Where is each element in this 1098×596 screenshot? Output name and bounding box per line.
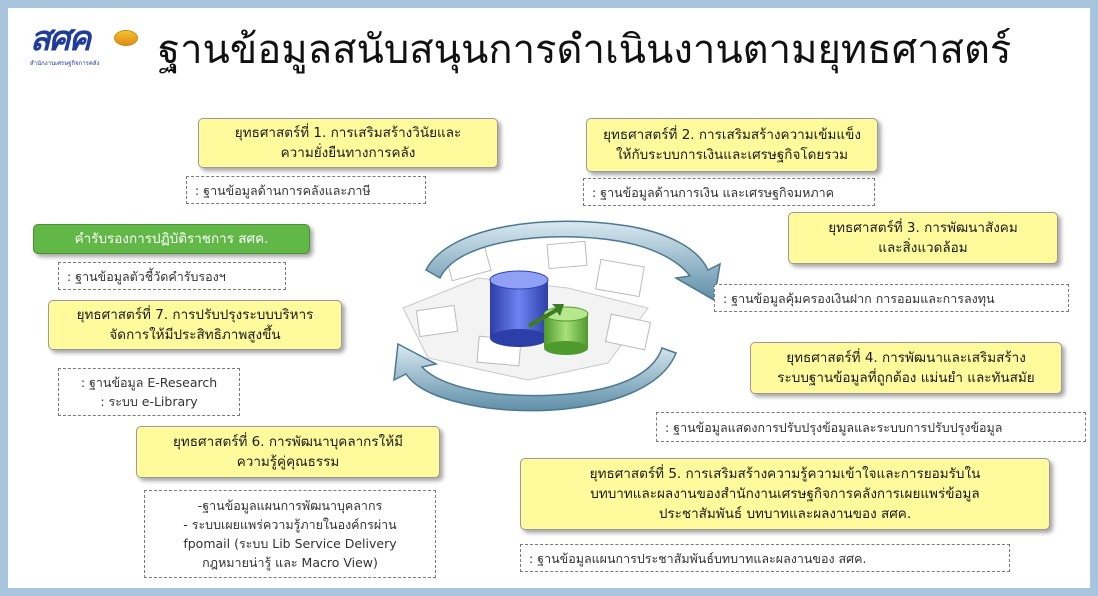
strategy-7-line1: ยุทธศาสตร์ที่ 7. การปรับปรุงระบบบริหาร <box>76 307 314 323</box>
strategy-4-line2: ระบบฐานข้อมูลที่ถูกต้อง แม่นยำ และทันสมั… <box>777 370 1035 386</box>
strategy-7-database: : ฐานข้อมูล E-Research : ระบบ e-Library <box>58 368 240 416</box>
strategy-7-db-line2: : ระบบ e-Library <box>100 394 198 409</box>
certification-database: : ฐานข้อมูลตัวชี้วัดคำรับรองฯ <box>58 262 286 290</box>
certification-label: คำรับรองการปฏิบัติราชการ สศค. <box>74 231 269 247</box>
strategy-1-line2: ความยั่งยืนทางการคลัง <box>280 145 416 161</box>
strategy-2-db-text: : ฐานข้อมูลด้านการเงิน และเศรษฐกิจมหภาค <box>592 184 834 200</box>
logo-text: สศค <box>30 19 91 59</box>
strategy-1-database: : ฐานข้อมูลด้านการคลังและภาษี <box>186 176 426 204</box>
strategy-5-line2: บทบาทและผลงานของสำนักงานเศรษฐกิจการคลังก… <box>590 486 980 502</box>
strategy-3-line1: ยุทธศาสตร์ที่ 3. การพัฒนาสังคม <box>828 220 1018 236</box>
page-title: ฐานข้อมูลสนับสนุนการดำเนินงานตามยุทธศาสต… <box>158 27 1012 73</box>
strategy-5-db-text: : ฐานข้อมูลแผนการประชาสัมพันธ์บทบาทและผล… <box>529 550 867 566</box>
logo: สศค สำนักงานเศรษฐกิจการคลัง <box>30 22 140 68</box>
strategy-2-line1: ยุทธศาสตร์ที่ 2. การเสริมสร้างความเข้มแข… <box>603 127 861 143</box>
strategy-6-db-line1: -ฐานข้อมูลแผนการพัฒนาบุคลากร <box>197 498 383 513</box>
strategy-6-db-line3: fpomail (ระบบ Lib Service Delivery <box>183 536 397 551</box>
globe-icon <box>114 30 138 46</box>
center-diagram <box>393 220 721 412</box>
strategy-1-db-text: : ฐานข้อมูลด้านการคลังและภาษี <box>195 182 371 198</box>
strategy-5-line3: ประชาสัมพันธ์ บทบาทและผลงานของ สศค. <box>658 506 912 522</box>
strategy-3-database: : ฐานข้อมูลคุ้มครองเงินฝาก การออมและการล… <box>714 284 1069 312</box>
strategy-3-line2: และสิ่งแวดล้อม <box>878 240 968 256</box>
strategy-6-line1: ยุทธศาสตร์ที่ 6. การพัฒนาบุคลากรให้มี <box>173 434 403 450</box>
database-icon <box>489 270 589 355</box>
strategy-5-database: : ฐานข้อมูลแผนการประชาสัมพันธ์บทบาทและผล… <box>520 544 1010 572</box>
strategy-2-database: : ฐานข้อมูลด้านการเงิน และเศรษฐกิจมหภาค <box>583 178 875 206</box>
strategy-3-db-text: : ฐานข้อมูลคุ้มครองเงินฝาก การออมและการล… <box>723 290 995 306</box>
strategy-4-box: ยุทธศาสตร์ที่ 4. การพัฒนาและเสริมสร้าง ร… <box>750 342 1062 394</box>
strategy-6-db-line2: - ระบบเผยแพร่ความรู้ภายในองค์กรผ่าน <box>183 517 397 532</box>
certification-db-text: : ฐานข้อมูลตัวชี้วัดคำรับรองฯ <box>67 268 226 284</box>
strategy-5-line1: ยุทธศาสตร์ที่ 5. การเสริมสร้างความรู้ควา… <box>589 466 981 482</box>
strategy-2-box: ยุทธศาสตร์ที่ 2. การเสริมสร้างความเข้มแข… <box>586 118 878 172</box>
strategy-4-db-text: : ฐานข้อมูลแสดงการปรับปรุงข้อมูลและระบบก… <box>665 419 1003 435</box>
strategy-7-db-line1: : ฐานข้อมูล E-Research <box>80 375 218 390</box>
certification-box: คำรับรองการปฏิบัติราชการ สศค. <box>33 224 310 254</box>
slide: สศค สำนักงานเศรษฐกิจการคลัง ฐานข้อมูลสนั… <box>8 8 1090 588</box>
strategy-5-box: ยุทธศาสตร์ที่ 5. การเสริมสร้างความรู้ควา… <box>520 458 1050 530</box>
strategy-1-line1: ยุทธศาสตร์ที่ 1. การเสริมสร้างวินัยและ <box>234 125 462 141</box>
logo-subtitle: สำนักงานเศรษฐกิจการคลัง <box>30 60 100 67</box>
strategy-6-box: ยุทธศาสตร์ที่ 6. การพัฒนาบุคลากรให้มี คว… <box>136 426 440 478</box>
strategy-7-line2: จัดการให้มีประสิทธิภาพสูงขึ้น <box>109 327 281 343</box>
strategy-6-line2: ความรู้คู่คุณธรรม <box>236 454 340 470</box>
strategy-4-line1: ยุทธศาสตร์ที่ 4. การพัฒนาและเสริมสร้าง <box>786 350 1026 366</box>
strategy-7-box: ยุทธศาสตร์ที่ 7. การปรับปรุงระบบบริหาร จ… <box>48 300 342 350</box>
strategy-6-db-line4: กฎหมายน่ารู้ และ Macro View) <box>202 555 378 570</box>
strategy-1-box: ยุทธศาสตร์ที่ 1. การเสริมสร้างวินัยและ ค… <box>198 118 498 168</box>
strategy-6-database: -ฐานข้อมูลแผนการพัฒนาบุคลากร - ระบบเผยแพ… <box>144 490 436 578</box>
strategy-2-line2: ให้กับระบบการเงินและเศรษฐกิจโดยรวม <box>615 147 849 163</box>
strategy-3-box: ยุทธศาสตร์ที่ 3. การพัฒนาสังคม และสิ่งแว… <box>788 212 1058 264</box>
strategy-4-database: : ฐานข้อมูลแสดงการปรับปรุงข้อมูลและระบบก… <box>656 412 1086 442</box>
